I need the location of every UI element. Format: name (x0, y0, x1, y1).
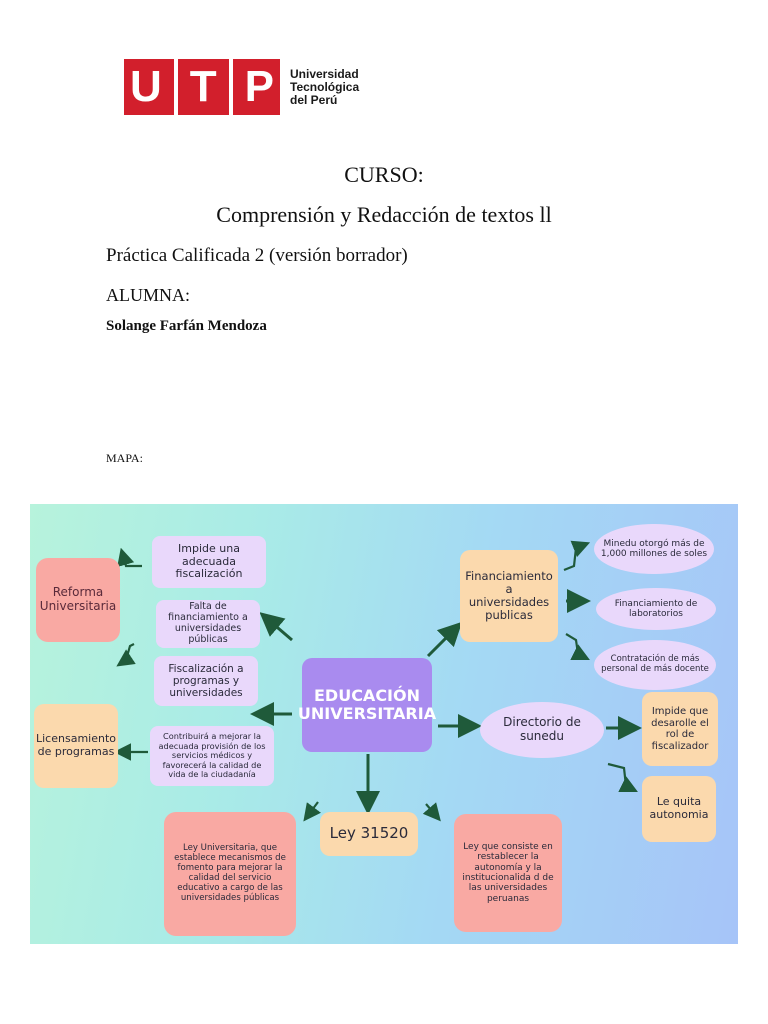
map-label: MAPA: (106, 451, 143, 465)
node-educacion-universitaria: EDUCACIÓN UNIVERSITARIA (298, 658, 436, 752)
logo-letter-p: P (244, 62, 274, 111)
node-contribuira: Contribuirá a mejorar la adecuada provis… (150, 726, 274, 786)
logo-separator (228, 59, 233, 115)
node-ley-que-consiste: Ley que consiste en restablecer la auton… (454, 814, 562, 932)
logo-letter-u: U (129, 62, 162, 111)
node-directorio-sunedu: Directorio de sunedu (480, 702, 604, 758)
node-text: Reforma Universitaria (39, 585, 117, 613)
logo-line: del Perú (290, 92, 338, 107)
node-financiamiento-universidades: Financiamiento a universidades publicas (460, 550, 558, 642)
node-text: Financiamiento a universidades publicas (465, 568, 553, 623)
node-licensamiento: Licensamiento de programas (34, 704, 118, 788)
curso-label: CURSO: (344, 162, 424, 187)
logo-letter-t: T (189, 62, 217, 111)
node-text: Contribuirá a mejorar la adecuada provis… (158, 731, 266, 780)
arrow-financ-to-minedu (563, 540, 591, 572)
node-falta-financiamiento: Falta de financiamiento a universidades … (156, 600, 260, 648)
node-text: Impide que desarolle el rol de fiscaliza… (651, 706, 709, 752)
node-fiscalizacion-programas: Fiscalización a programas y universidade… (154, 656, 258, 706)
student-name: Solange Farfán Mendoza (106, 318, 267, 334)
concept-map: Impide una adecuada fiscalización Reform… (30, 504, 738, 944)
node-text: Le quita autonomia (649, 795, 709, 821)
student-label: ALUMNA: (106, 285, 190, 305)
logo-separator (173, 59, 178, 115)
utp-logo: U T P Universidad Tecnológica del Perú (124, 59, 359, 115)
arrow-fisc-to-reforma (116, 643, 136, 667)
node-le-quita-autonomia: Le quita autonomia (642, 776, 716, 842)
map-arrows (113, 540, 642, 822)
arrow-impide-to-reforma (117, 547, 142, 568)
node-text: Falta de financiamiento a universidades … (168, 601, 248, 645)
node-text: Ley Universitaria, que establece mecanis… (174, 843, 286, 903)
arrow-center-to-financ (426, 621, 463, 658)
node-reforma-universitaria: Reforma Universitaria (36, 558, 120, 642)
node-text: Impide una adecuada fiscalización (175, 542, 243, 581)
node-text: Ley 31520 (329, 824, 409, 843)
node-text: Licensamiento de programas (36, 732, 116, 758)
logo-line: Universidad (290, 66, 359, 81)
logo-mark: U T P (124, 59, 280, 115)
node-text: Minedu otorgó más de 1,000 millones de s… (600, 538, 708, 559)
arrow-ley-to-leyque (422, 802, 441, 822)
node-impide-que: Impide que desarolle el rol de fiscaliza… (642, 692, 718, 766)
node-text: Financiamiento de laboratorios (614, 598, 698, 619)
arrow-directorio-to-lequita (607, 762, 638, 792)
node-financiamiento-laboratorios: Financiamiento de laboratorios (596, 588, 716, 630)
arrow-financ-to-contrat (565, 633, 590, 660)
arrow-ley-to-leyuniv (303, 801, 321, 822)
node-ley-universitaria: Ley Universitaria, que establece mecanis… (164, 812, 296, 936)
course-title: Comprensión y Redacción de textos ll (216, 202, 552, 227)
node-minedu: Minedu otorgó más de 1,000 millones de s… (594, 524, 714, 574)
node-contratacion: Contratación de más personal de más doce… (594, 640, 716, 690)
node-ley-31520: Ley 31520 (320, 812, 418, 856)
node-text: Directorio de sunedu (503, 715, 581, 743)
node-text: Fiscalización a programas y universidade… (168, 662, 244, 700)
node-text: Ley que consiste en restablecer la auton… (462, 841, 554, 904)
node-impide-fiscalizacion: Impide una adecuada fiscalización (152, 536, 266, 588)
practice-title: Práctica Calificada 2 (versión borrador) (106, 245, 408, 266)
arrow-center-to-falta (259, 612, 293, 642)
logo-wordmark: Universidad Tecnológica del Perú (290, 66, 360, 107)
logo-line: Tecnológica (290, 79, 360, 94)
node-text: Contratación de más personal de más doce… (601, 654, 709, 674)
node-text: EDUCACIÓN UNIVERSITARIA (297, 685, 437, 723)
